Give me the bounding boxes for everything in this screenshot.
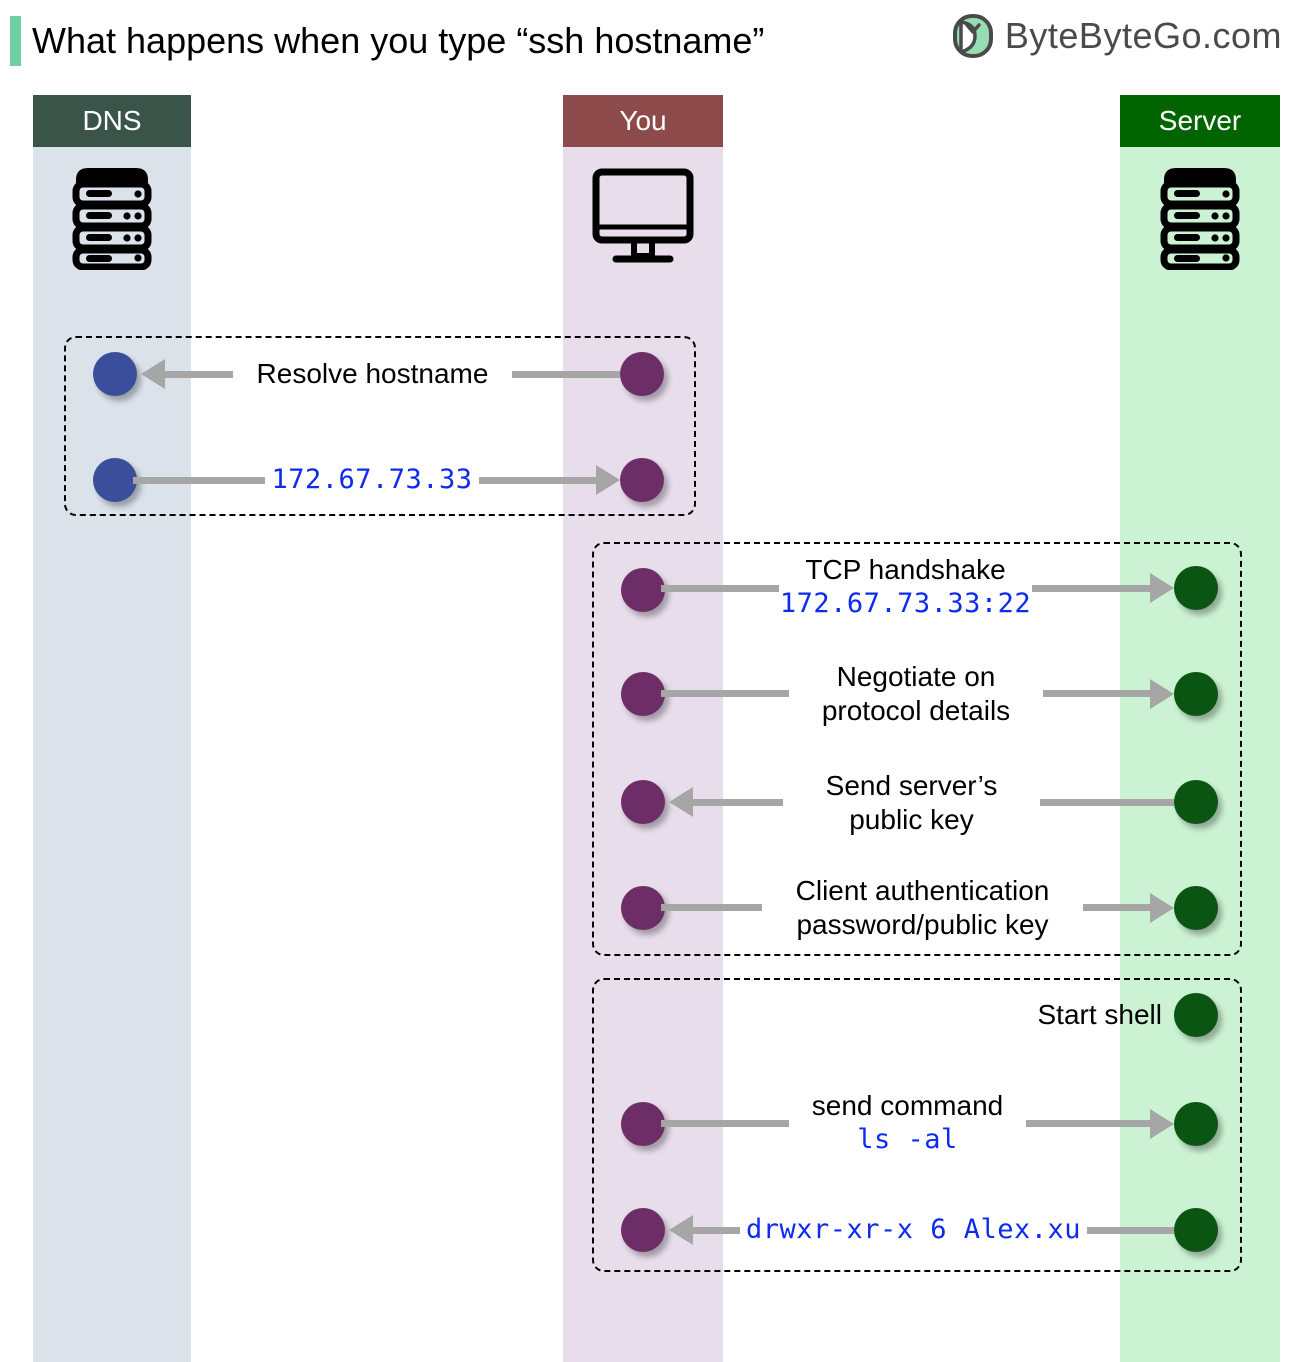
server-rack-icon: [52, 160, 172, 275]
node-you-7[interactable]: [621, 1102, 665, 1146]
arrow-head-right-3: [1150, 573, 1174, 603]
lane-header-server: Server: [1120, 95, 1280, 147]
lane-label-you: You: [619, 105, 667, 136]
arrow-head-left-5: [669, 787, 693, 817]
wire-segment-right-2: [479, 477, 596, 484]
lifeline-band-you: [563, 147, 723, 1362]
lane-label-server: Server: [1158, 105, 1242, 136]
wire-segment-right-8: [1087, 1227, 1174, 1234]
lane-header-dns: DNS: [33, 95, 191, 147]
wire-segment-left-5: [693, 799, 783, 806]
node-server-1[interactable]: [1174, 566, 1218, 610]
node-you-8[interactable]: [621, 1208, 665, 1252]
bytebytego-logo-icon: [952, 14, 993, 58]
message-label-client-authentication: Client authentication password/public ke…: [795, 875, 1050, 940]
message-label-send-command: send command ls -al: [811, 1090, 1004, 1155]
message-label-send-public-key: Send server’s public key: [825, 770, 998, 835]
lifeline-band-server: [1120, 147, 1280, 1362]
message-label-resolve-hostname: Resolve hostname: [256, 358, 489, 389]
arrow-head-left-8: [669, 1215, 693, 1245]
message-label-ip-address: 172.67.73.33: [271, 464, 473, 495]
node-server-6[interactable]: [1174, 1102, 1218, 1146]
node-you-1[interactable]: [620, 352, 664, 396]
node-server-4[interactable]: [1174, 886, 1218, 930]
group-box-shell-session: [592, 978, 1242, 1272]
wire-segment-left-4: [661, 690, 789, 697]
brand-name: ByteByteGo.com: [1004, 15, 1282, 56]
arrow-head-right-6: [1150, 893, 1174, 923]
wire-segment-right-4: [1043, 690, 1150, 697]
message-label-tcp-handshake: TCP handshake 172.67.73.33:22: [779, 554, 1032, 619]
lifeline-band-dns: [33, 147, 191, 1362]
arrow-head-right-4: [1150, 679, 1174, 709]
node-server-2[interactable]: [1174, 672, 1218, 716]
node-you-6[interactable]: [621, 886, 665, 930]
title-accent-bar: [10, 16, 21, 66]
message-label-negotiate-protocol: Negotiate on protocol details: [821, 661, 1011, 726]
node-you-3[interactable]: [621, 568, 665, 612]
server-rack-icon: [1140, 160, 1260, 275]
arrow-head-left-1: [141, 359, 165, 389]
group-box-ssh-setup: [592, 542, 1242, 956]
lane-header-you: You: [563, 95, 723, 147]
node-you-5[interactable]: [621, 780, 665, 824]
node-server-7[interactable]: [1174, 1208, 1218, 1252]
desktop-monitor-icon: [578, 160, 708, 275]
wire-segment-left-2: [133, 477, 265, 484]
wire-segment-right-1: [512, 371, 620, 378]
message-label-start-shell: Start shell: [1037, 999, 1163, 1030]
message-label-ls-output: drwxr-xr-x 6 Alex.xu: [745, 1214, 1082, 1245]
node-dns-1[interactable]: [93, 352, 137, 396]
wire-segment-left-1: [165, 371, 233, 378]
wire-segment-left-7: [661, 1120, 789, 1127]
wire-segment-left-6: [661, 904, 762, 911]
wire-segment-right-5: [1040, 799, 1174, 806]
group-box-dns-resolution: [64, 336, 696, 516]
node-dns-2[interactable]: [93, 458, 137, 502]
node-server-3[interactable]: [1174, 780, 1218, 824]
wire-segment-right-3: [1032, 585, 1150, 592]
arrow-head-right-2: [596, 465, 620, 495]
wire-segment-left-8: [693, 1227, 740, 1234]
wire-segment-right-7: [1026, 1120, 1150, 1127]
arrow-head-right-7: [1150, 1109, 1174, 1139]
brand-logo: ByteByteGo.com: [952, 14, 1282, 58]
wire-segment-right-6: [1083, 904, 1150, 911]
node-you-2[interactable]: [620, 458, 664, 502]
wire-segment-left-3: [661, 585, 779, 592]
node-you-4[interactable]: [621, 672, 665, 716]
page-title: What happens when you type “ssh hostname…: [32, 20, 765, 61]
node-server-5[interactable]: [1174, 993, 1218, 1037]
lane-label-dns: DNS: [82, 105, 142, 136]
